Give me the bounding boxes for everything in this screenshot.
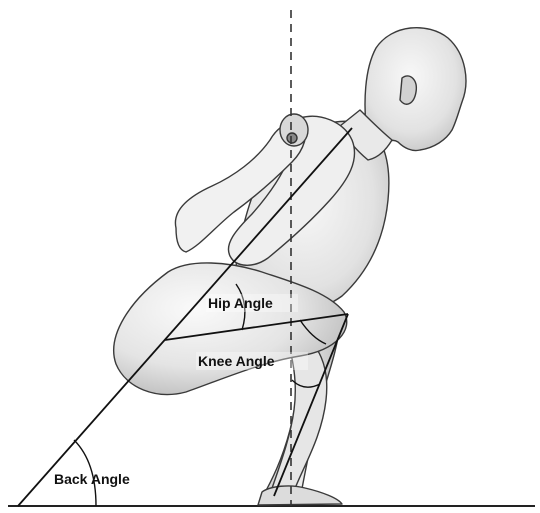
knee-angle-label: Knee Angle: [198, 353, 275, 369]
ear: [400, 76, 416, 104]
hip-angle-label: Hip Angle: [208, 295, 273, 311]
back-angle-label: Back Angle: [54, 471, 130, 487]
squatting-figure: [114, 28, 466, 505]
bar-grip-dot: [287, 133, 297, 143]
feet: [258, 486, 342, 505]
